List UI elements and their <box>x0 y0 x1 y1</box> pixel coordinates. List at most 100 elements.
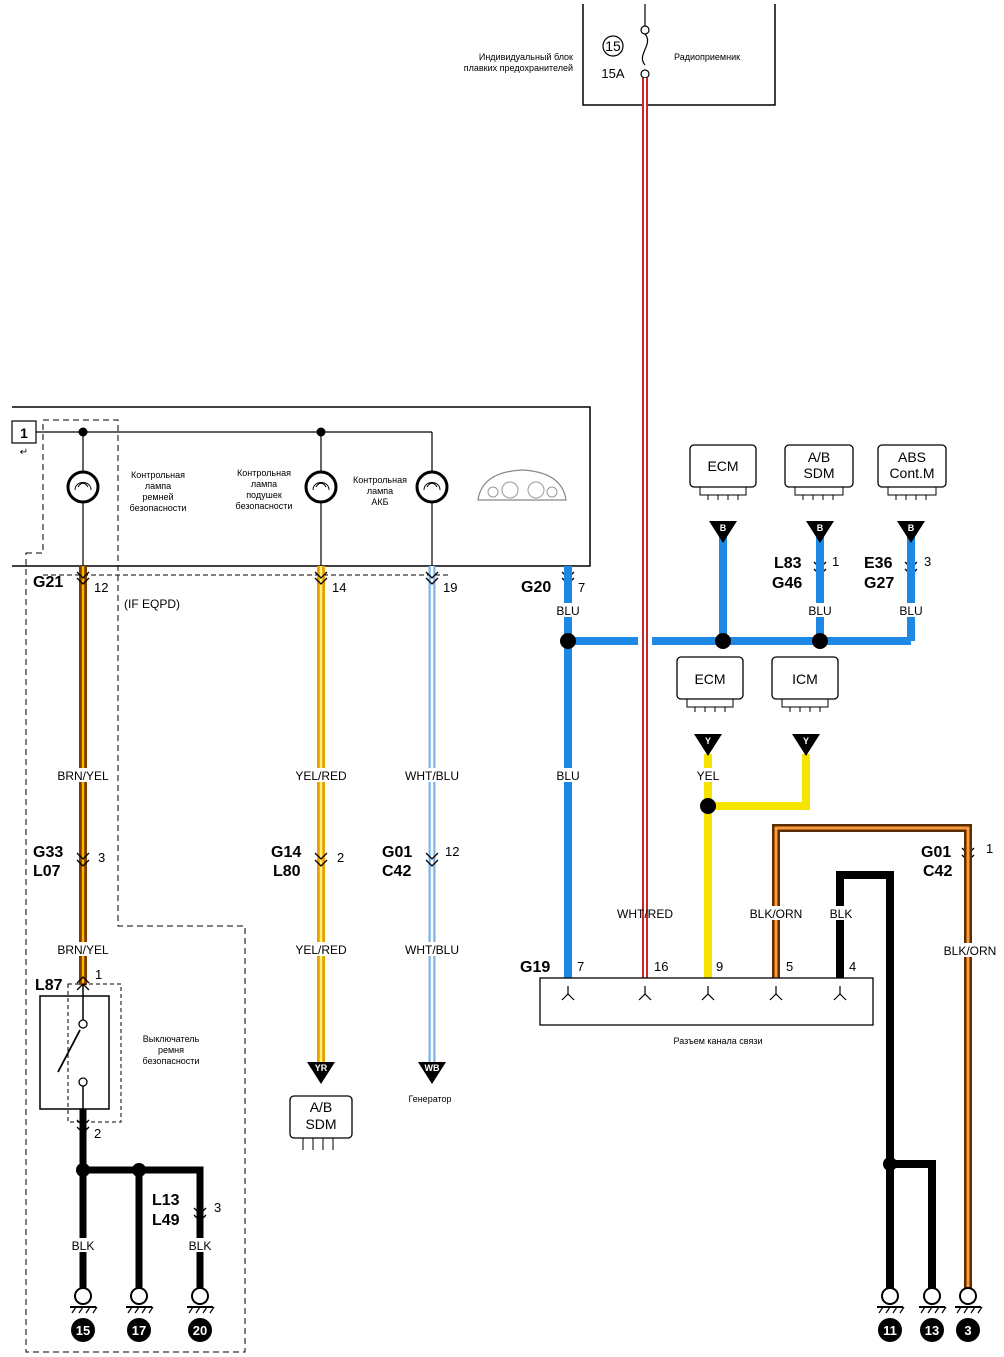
lamp-seatbelt-icon <box>66 470 100 504</box>
label-blk-3: BLK <box>830 907 853 921</box>
ground-17-label: 17 <box>132 1323 146 1338</box>
tag-yr-icon: YR <box>307 1062 335 1084</box>
fuse-symbol <box>641 33 649 66</box>
fuse-number: 15 <box>605 38 621 54</box>
lamp-belt-label-3: ремней <box>142 492 173 502</box>
pin-g19-9: 9 <box>716 959 723 974</box>
svg-text:YR: YR <box>315 1063 328 1073</box>
label-blk-orn-1: BLK/ORN <box>750 907 803 921</box>
svg-text:B: B <box>817 523 824 533</box>
lamp-belt-label-4: безопасности <box>130 503 187 513</box>
label-wht-blu-1: WHT/BLU <box>405 769 459 783</box>
conn-l87: L87 <box>35 977 63 994</box>
fuse-block-label-1: Индивидуальный блок <box>479 52 573 62</box>
conn-l07: L07 <box>33 863 61 880</box>
lamp-battery-label-2: лампа <box>367 486 393 496</box>
tag-y-icon-1: Y <box>694 734 722 756</box>
ground-3-label: 3 <box>964 1323 971 1338</box>
label-blk-2: BLK <box>189 1239 212 1253</box>
tag-b-icon-2: B <box>806 521 834 543</box>
module-abs-cont <box>877 444 947 500</box>
wire-brn-yel <box>55 566 111 985</box>
pin-g19-5: 5 <box>786 959 793 974</box>
switch-label-1: Выключатель <box>143 1034 200 1044</box>
arrow-icon: ↵ <box>20 447 28 458</box>
ground-13 <box>919 1287 947 1342</box>
conn-l49: L49 <box>152 1212 180 1229</box>
label-blu-4: BLU <box>899 604 922 618</box>
conn-g19: G19 <box>520 959 550 976</box>
label-blu-3: BLU <box>808 604 831 618</box>
tag-wb-icon: WB <box>418 1062 446 1084</box>
seatbelt-switch <box>39 995 110 1110</box>
wire-yel-red <box>292 566 350 1062</box>
conn-g14: G14 <box>271 844 301 861</box>
tag-b-icon-3: B <box>897 521 925 543</box>
ground-3 <box>955 1287 983 1342</box>
pin-g01-a: 12 <box>445 844 459 859</box>
conn-c42-b: C42 <box>923 863 952 880</box>
wire-blk-orn <box>772 824 972 1290</box>
lamp-airbag-icon <box>304 470 338 504</box>
svg-text:B: B <box>720 523 727 533</box>
module-ecm-lower <box>676 656 744 712</box>
switch-label-3: безопасности <box>143 1056 200 1066</box>
conn-l80: L80 <box>273 863 301 880</box>
fuse-block-label-2: плавких предохранителей <box>464 63 573 73</box>
conn-g27: G27 <box>864 575 894 592</box>
pin-l83: 1 <box>832 554 839 569</box>
icm-label: ICM <box>792 671 818 687</box>
conn-e36: E36 <box>864 555 893 572</box>
conn-g01-b: G01 <box>921 844 951 861</box>
tag-b-icon-1: B <box>709 521 737 543</box>
pin-e36: 3 <box>924 554 931 569</box>
fuse-circuit-label: Радиоприемник <box>674 52 740 62</box>
svg-text:B: B <box>908 523 915 533</box>
module-ab-sdm-top <box>784 444 854 500</box>
label-yel: YEL <box>697 769 720 783</box>
cluster-id: 1 <box>20 425 28 441</box>
pin-g19-4: 4 <box>849 959 856 974</box>
label-blu-1: BLU <box>556 604 579 618</box>
fuse-block: 15 15A Индивидуальный блок плавких предо… <box>464 4 776 106</box>
label-blk-orn-2: BLK/ORN <box>944 944 997 958</box>
label-yel-red-1: YEL/RED <box>295 769 347 783</box>
pin-g19-16: 16 <box>654 959 668 974</box>
label-blk-1: BLK <box>72 1239 95 1253</box>
lamp-airbag-label-3: подушек <box>246 490 282 500</box>
tag-y-icon-2: Y <box>792 734 820 756</box>
conn-g33: G33 <box>33 844 63 861</box>
switch-contact-icon <box>57 1029 81 1073</box>
lamp-belt-label-2: лампа <box>145 481 171 491</box>
note-if-eqpd: (IF EQPD) <box>124 597 180 611</box>
label-yel-red-2: YEL/RED <box>295 943 347 957</box>
ab-sdm-top-line1: A/B <box>808 449 831 465</box>
optional-zone-outline <box>25 419 246 1353</box>
lamp-airbag-label-2: лампа <box>251 479 277 489</box>
pin-g20: 7 <box>578 580 585 595</box>
ground-15 <box>70 1287 98 1342</box>
dlc-connector <box>539 977 874 1026</box>
svg-text:Y: Y <box>803 736 809 746</box>
ecm-lower-label: ECM <box>694 671 725 687</box>
switch-label-2: ремня <box>158 1045 184 1055</box>
ground-20 <box>187 1287 215 1342</box>
gauge-cluster-icon <box>477 469 567 501</box>
label-blu-2: BLU <box>556 769 579 783</box>
pin-g21: 12 <box>94 580 108 595</box>
pin-19: 19 <box>443 580 457 595</box>
conn-g21: G21 <box>33 574 63 591</box>
instrument-cluster: 1 ↵ Контрольная лампа ремней безопасно <box>11 406 591 1353</box>
module-icm <box>771 656 839 712</box>
fuse-rating: 15A <box>601 66 624 81</box>
module-ab-sdm-bottom <box>289 1095 353 1139</box>
ab-sdm-bottom-line1: A/B <box>310 1099 333 1115</box>
pin-l13: 3 <box>214 1200 221 1215</box>
lamp-battery-label-1: Контрольная <box>353 475 407 485</box>
label-brn-yel-2: BRN/YEL <box>57 943 109 957</box>
conn-g46: G46 <box>772 575 802 592</box>
label-wht-blu-2: WHT/BLU <box>405 943 459 957</box>
pin-l87-2: 2 <box>94 1126 101 1141</box>
ground-11-label: 11 <box>883 1323 897 1338</box>
svg-text:WB: WB <box>425 1063 440 1073</box>
